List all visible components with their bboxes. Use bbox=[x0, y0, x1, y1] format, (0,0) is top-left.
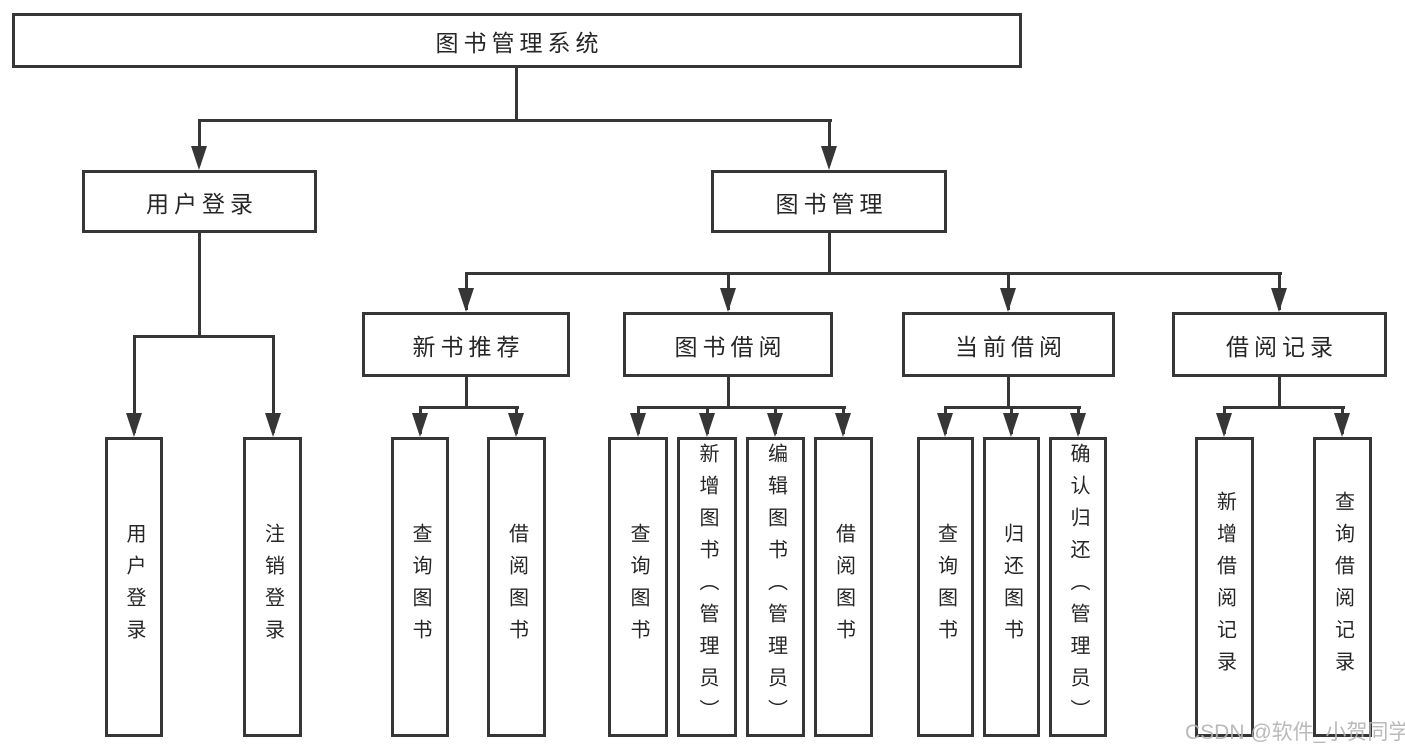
connector-line bbox=[198, 119, 201, 165]
connector-line bbox=[1278, 377, 1281, 407]
arrowhead-down-icon bbox=[1070, 413, 1086, 437]
leaf-label-user-login: 用户登录 bbox=[123, 523, 145, 651]
arrowhead-down-icon bbox=[767, 413, 783, 437]
connector-line bbox=[727, 377, 730, 407]
leaf-label-return-books: 归还图书 bbox=[1000, 523, 1023, 651]
arrowhead-down-icon bbox=[937, 413, 953, 437]
leaf-label-add-book-admin: 新增图书（管理员） bbox=[696, 443, 718, 731]
arrowhead-down-icon bbox=[1334, 413, 1350, 437]
leaf-box-add-borrow-record: 新增借阅记录 bbox=[1195, 437, 1254, 737]
arrowhead-down-icon bbox=[1003, 413, 1019, 437]
leaf-box-query-books-current: 查询图书 bbox=[917, 437, 974, 737]
leaf-label-confirm-return-admin: 确认归还（管理员） bbox=[1067, 443, 1089, 731]
node-box-book-borrowing: 图书借阅 bbox=[623, 312, 833, 377]
leaf-box-user-login: 用户登录 bbox=[105, 437, 163, 737]
node-box-borrowing-records: 借阅记录 bbox=[1172, 312, 1387, 377]
node-box-book-management: 图书管理 bbox=[711, 170, 947, 233]
node-label-user-login: 用户登录 bbox=[146, 190, 258, 217]
leaf-label-query-books-borrow: 查询图书 bbox=[627, 523, 649, 651]
arrowhead-down-icon bbox=[126, 413, 142, 437]
arrowhead-down-icon bbox=[699, 413, 715, 437]
connector-line bbox=[465, 272, 1282, 275]
leaf-box-borrow-books: 借阅图书 bbox=[814, 437, 873, 737]
node-label-new-book-recommend: 新书推荐 bbox=[412, 333, 525, 360]
node-label-borrowing-records: 借阅记录 bbox=[1226, 333, 1338, 360]
leaf-label-query-books-current: 查询图书 bbox=[934, 523, 957, 651]
arrowhead-down-icon bbox=[1216, 413, 1232, 437]
connector-line bbox=[198, 233, 201, 336]
arrowhead-down-icon bbox=[630, 413, 646, 437]
leaf-label-borrow-books-recommend: 借阅图书 bbox=[505, 523, 528, 651]
leaf-label-edit-book-admin: 编辑图书（管理员） bbox=[764, 443, 787, 731]
connector-line bbox=[828, 119, 831, 165]
arrowhead-down-icon bbox=[1000, 288, 1016, 312]
node-label-book-management: 图书管理 bbox=[775, 190, 888, 217]
connector-line bbox=[1007, 377, 1010, 407]
arrowhead-down-icon bbox=[508, 413, 524, 437]
connector-line bbox=[828, 233, 831, 273]
arrowhead-down-icon bbox=[720, 288, 736, 312]
arrowhead-down-icon bbox=[835, 413, 851, 437]
node-box-root: 图书管理系统 bbox=[12, 13, 1022, 68]
connector-line bbox=[1223, 406, 1345, 409]
leaf-box-confirm-return-admin: 确认归还（管理员） bbox=[1049, 437, 1107, 737]
arrowhead-down-icon bbox=[458, 288, 474, 312]
leaf-box-query-books-borrow: 查询图书 bbox=[608, 437, 668, 737]
connector-line bbox=[272, 335, 275, 433]
connector-line bbox=[465, 377, 468, 407]
node-label-book-borrowing: 图书借阅 bbox=[674, 333, 787, 360]
leaf-box-borrow-books-recommend: 借阅图书 bbox=[487, 437, 546, 737]
leaf-box-edit-book-admin: 编辑图书（管理员） bbox=[746, 437, 805, 737]
connector-line bbox=[133, 335, 275, 338]
node-label-root: 图书管理系统 bbox=[435, 29, 604, 56]
connector-line bbox=[198, 119, 832, 122]
arrowhead-down-icon bbox=[265, 413, 281, 437]
node-label-current-borrowing: 当前借阅 bbox=[955, 333, 1067, 360]
leaf-box-query-books-recommend: 查询图书 bbox=[391, 437, 449, 737]
arrowhead-down-icon bbox=[412, 413, 428, 437]
node-box-current-borrowing: 当前借阅 bbox=[902, 312, 1115, 377]
connector-line bbox=[133, 335, 136, 433]
arrowhead-down-icon bbox=[191, 146, 207, 170]
node-box-new-book-recommend: 新书推荐 bbox=[362, 312, 570, 377]
leaf-label-query-books-recommend: 查询图书 bbox=[409, 523, 431, 651]
leaf-label-add-borrow-record: 新增借阅记录 bbox=[1213, 491, 1236, 683]
arrowhead-down-icon bbox=[1271, 288, 1287, 312]
leaf-box-logout: 注销登录 bbox=[243, 437, 302, 737]
csdn-watermark: CSDN @软件_小贺同学 bbox=[1185, 721, 1405, 744]
connector-line bbox=[419, 406, 519, 409]
leaf-label-logout: 注销登录 bbox=[261, 523, 284, 651]
node-box-user-login: 用户登录 bbox=[82, 170, 317, 233]
leaf-label-borrow-books: 借阅图书 bbox=[832, 523, 855, 651]
connector-line bbox=[637, 406, 846, 409]
arrowhead-down-icon bbox=[821, 146, 837, 170]
leaf-box-query-borrow-record: 查询借阅记录 bbox=[1313, 437, 1372, 737]
leaf-box-return-books: 归还图书 bbox=[983, 437, 1040, 737]
connector-line bbox=[515, 68, 518, 120]
leaf-label-query-borrow-record: 查询借阅记录 bbox=[1331, 491, 1354, 683]
leaf-box-add-book-admin: 新增图书（管理员） bbox=[677, 437, 737, 737]
